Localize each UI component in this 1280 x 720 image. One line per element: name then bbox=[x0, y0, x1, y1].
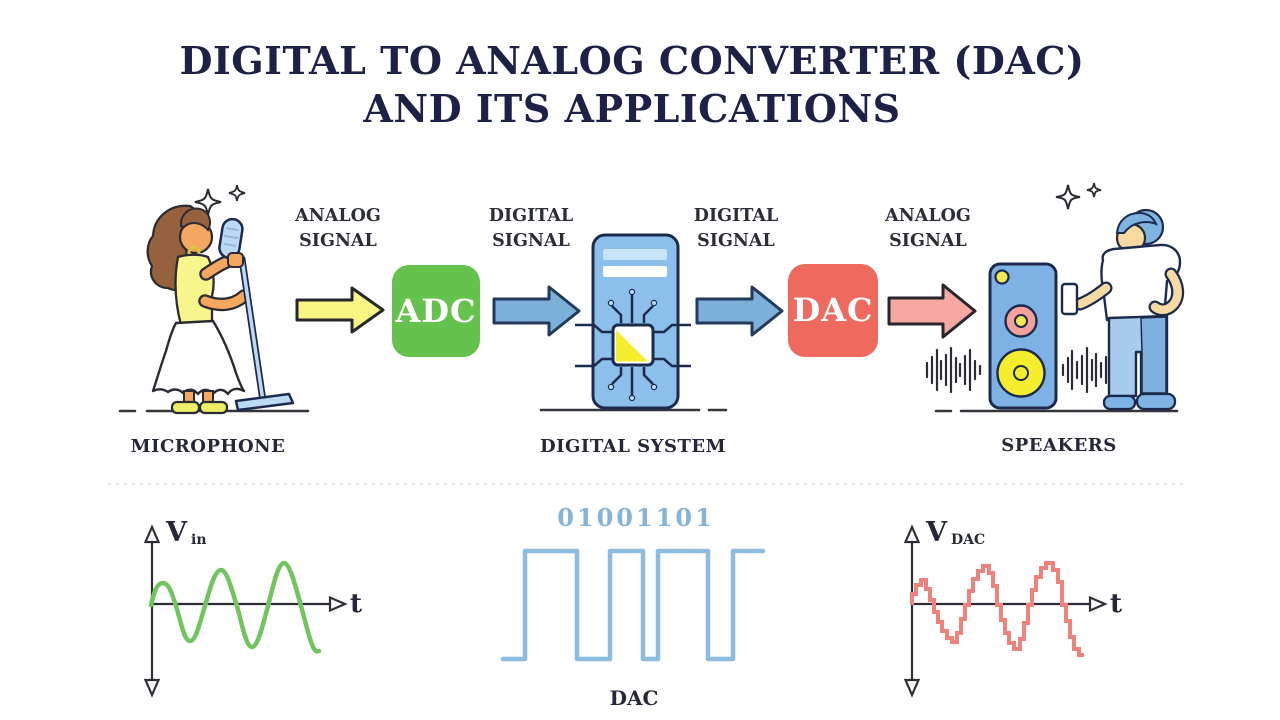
mic-stand-base bbox=[234, 392, 295, 412]
binary-bits-label: 01001101 bbox=[557, 503, 715, 532]
listener-shoe bbox=[1135, 392, 1177, 411]
dac-wave-caption: DAC bbox=[609, 686, 659, 710]
listener-illustration bbox=[1055, 182, 1185, 411]
sound-wave-icon bbox=[1061, 346, 1112, 394]
computer-tower-illustration bbox=[575, 233, 691, 410]
signal-label-digital-1: DIGITAL SIGNAL bbox=[488, 206, 574, 251]
speakers-caption: SPEAKERS bbox=[1001, 435, 1117, 456]
adc-box-label: ADC bbox=[395, 292, 477, 330]
tower-case bbox=[591, 233, 680, 410]
adc-box bbox=[392, 265, 480, 357]
microphone-icon bbox=[218, 217, 295, 412]
input-axis-sublabel: in bbox=[191, 532, 207, 548]
digital-signal-arrow-2 bbox=[695, 285, 784, 337]
tower-drive-bay bbox=[603, 266, 667, 277]
signal-label-analog-1: ANALOG SIGNAL bbox=[295, 206, 381, 251]
speaker-woofer bbox=[996, 348, 1046, 398]
digital-signal-arrow-1 bbox=[492, 285, 581, 337]
output-axis-label: V bbox=[926, 517, 947, 548]
axis-arrowhead bbox=[903, 678, 921, 698]
singer-hair-front bbox=[179, 207, 212, 232]
singer-hand bbox=[227, 252, 244, 268]
page-title-line2: AND ITS APPLICATIONS bbox=[363, 86, 901, 131]
digital-square-wave bbox=[500, 548, 766, 662]
listener-arm-extended bbox=[1075, 283, 1111, 309]
singer-illustration bbox=[146, 184, 295, 415]
sparkle-icon bbox=[1055, 184, 1081, 210]
singer-skirt bbox=[151, 319, 246, 396]
axis-arrowhead bbox=[328, 595, 348, 613]
output-axis-sublabel: DAC bbox=[951, 532, 986, 548]
axis-arrowhead bbox=[903, 524, 921, 544]
listener-shirt bbox=[1100, 243, 1182, 322]
sparkle-icon bbox=[228, 184, 246, 202]
speaker-illustration bbox=[925, 262, 1112, 410]
microphone-caption: MICROPHONE bbox=[130, 436, 286, 457]
signal-label-analog-2: ANALOG SIGNAL bbox=[885, 206, 971, 251]
signal-label-digital-2: DIGITAL SIGNAL bbox=[693, 206, 779, 251]
sound-wave-icon bbox=[925, 346, 982, 394]
input-time-label: t bbox=[350, 589, 363, 619]
chip-highlight bbox=[616, 330, 648, 362]
analog-signal-arrow-1 bbox=[295, 286, 385, 334]
dac-box bbox=[788, 264, 878, 357]
analog-input-sine-wave bbox=[148, 560, 322, 654]
singer-shoe bbox=[170, 400, 201, 415]
listener-arm-akimbo bbox=[1150, 269, 1182, 314]
tower-drive-bay bbox=[603, 249, 667, 260]
dac-output-step-wave bbox=[910, 561, 1084, 657]
speaker-tweeter bbox=[994, 269, 1010, 285]
axis-arrowhead bbox=[143, 678, 161, 698]
ground-lines bbox=[118, 408, 1179, 413]
singer-shoe bbox=[198, 400, 229, 415]
page-title-line1: DIGITAL TO ANALOG CONVERTER (DAC) bbox=[179, 38, 1085, 83]
axis-arrowhead bbox=[143, 524, 161, 544]
digital-system-caption: DIGITAL SYSTEM bbox=[539, 436, 727, 457]
dac-box-label: DAC bbox=[792, 291, 874, 329]
axis-arrowhead bbox=[1088, 595, 1108, 613]
chip-traces bbox=[575, 295, 691, 395]
singer-arm-lower bbox=[200, 291, 249, 309]
listener-shoe bbox=[1102, 394, 1137, 411]
phone-icon bbox=[1060, 282, 1079, 316]
analog-signal-arrow-2 bbox=[887, 283, 977, 339]
input-axis-label: V bbox=[166, 517, 187, 548]
sparkle-icon bbox=[1086, 182, 1102, 198]
chip-trace-dots bbox=[607, 288, 658, 402]
output-time-label: t bbox=[1110, 589, 1123, 619]
listener-hair-front bbox=[1115, 211, 1158, 234]
